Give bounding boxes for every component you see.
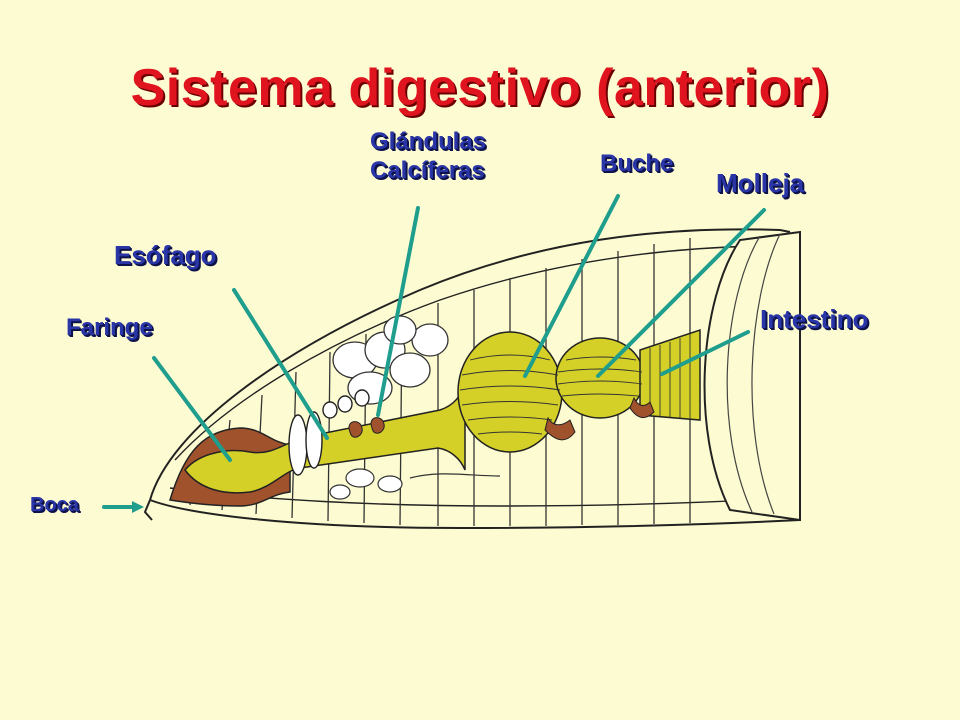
muscle-striations <box>459 334 691 435</box>
pointer-intestino <box>660 330 750 376</box>
pointer-glandulas <box>376 206 420 417</box>
label-glandulas-calciferas: Glándulas Calcíferas <box>370 128 486 186</box>
calciferous-glands <box>348 417 385 438</box>
slide-title: Sistema digestivo (anterior) <box>130 59 830 117</box>
label-esofago: Esófago <box>114 240 217 270</box>
label-boca: Boca <box>30 494 79 516</box>
digestive-tract <box>184 328 701 494</box>
pointer-buche <box>523 194 620 378</box>
label-faringe: Faringe <box>66 314 153 341</box>
pointer-esofago <box>232 288 329 440</box>
label-molleja: Molleja <box>716 168 805 198</box>
esophagus-rings <box>288 389 370 476</box>
label-buche: Buche <box>600 150 674 177</box>
ventral-structures <box>329 468 501 500</box>
label-intestino: Intestino <box>760 304 869 334</box>
label-glandulas-line1: Glándulas <box>370 128 487 155</box>
pointer-molleja <box>596 208 766 378</box>
gut-wall-brown <box>544 396 655 441</box>
intestine-cylinder <box>703 230 801 522</box>
pointer-lines <box>102 194 766 509</box>
pointer-faringe <box>152 356 232 462</box>
pointer-boca-arrowhead <box>132 501 144 513</box>
label-glandulas-line2: Calcíferas <box>370 156 485 184</box>
